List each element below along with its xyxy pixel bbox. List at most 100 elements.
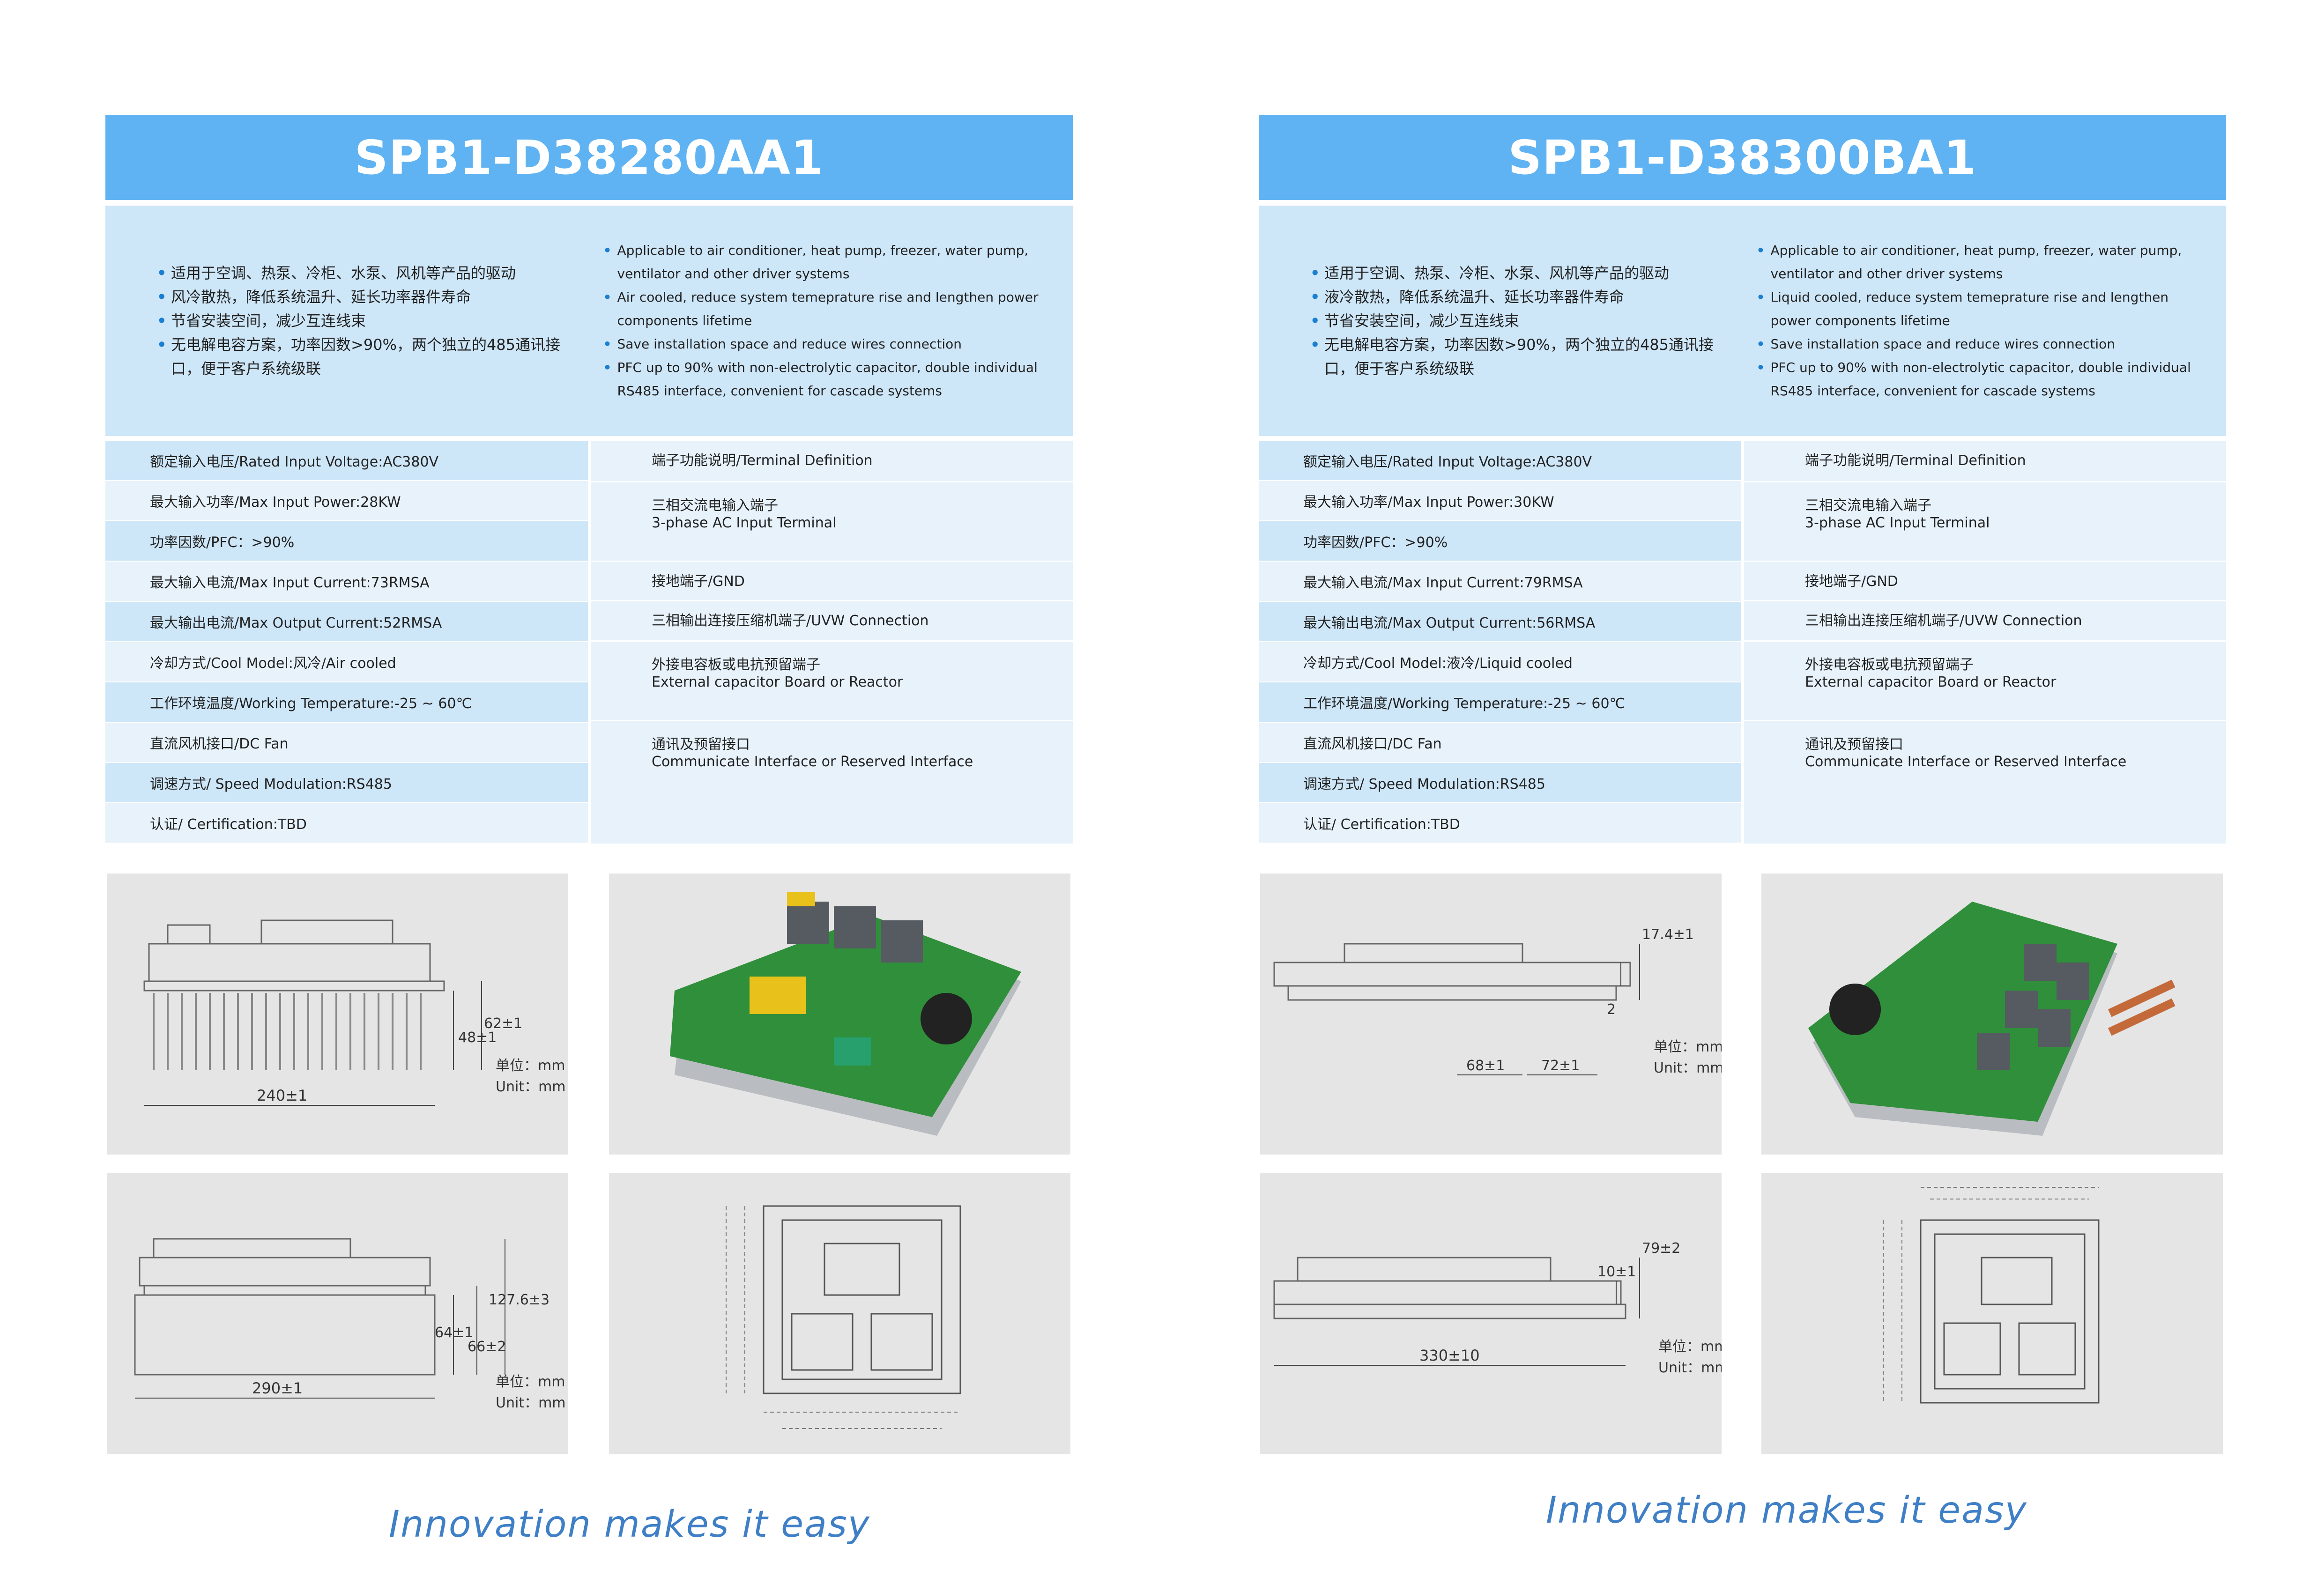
terminal-zh: 三相输出连接压缩机端子/UVW Connection <box>1805 613 2082 629</box>
param-row: 工作环境温度/Working Temperature:-25 ~ 60℃ <box>105 682 588 722</box>
param-row: 最大输出电流/Max Output Current:52RMSA <box>105 602 588 641</box>
feature-en-item: PFC up to 90% with non-electrolytic capa… <box>603 356 1054 403</box>
terminal-zh: 端子功能说明/Terminal Definition <box>652 452 873 469</box>
product-panel-right: SPB1-D38300BA1 适用于空调、热泵、冷柜、水泵、风机等产品的驱动 液… <box>1259 115 2226 844</box>
capacitor-icon <box>921 993 972 1044</box>
dim-height-3: 127.6±3 <box>489 1292 549 1308</box>
dim-length: 290±1 <box>252 1379 303 1397</box>
terminal-list: 端子功能说明/Terminal Definition 三相交流电输入端子 3-p… <box>591 441 1073 844</box>
param-row: 调速方式/ Speed Modulation:RS485 <box>1259 763 1741 802</box>
product-title: SPB1-D38300BA1 <box>1508 130 1977 185</box>
transformer-icon <box>750 977 806 1014</box>
feature-en-item: Applicable to air conditioner, heat pump… <box>603 239 1054 286</box>
terminal-en: 3-phase AC Input Terminal <box>652 515 837 531</box>
terminal-item: 接地端子/GND <box>1744 573 2226 591</box>
relay-icon <box>2057 962 2089 1000</box>
relay-icon <box>881 920 923 962</box>
features-zh: 适用于空调、热泵、冷柜、水泵、风机等产品的驱动 液冷散热，降低系统温升、延长功率… <box>1259 261 1743 381</box>
feature-zh-item: 无电解电容方案，功率因数>90%，两个独立的485通讯接口，便于客户系统级联 <box>1310 333 1724 381</box>
feature-zh-item: 适用于空调、热泵、冷柜、水泵、风机等产品的驱动 <box>157 261 571 285</box>
dim-length-1: 68±1 <box>1466 1058 1505 1074</box>
feature-zh-item: 无电解电容方案，功率因数>90%，两个独立的485通讯接口，便于客户系统级联 <box>157 333 571 381</box>
terminal-item: 接地端子/GND <box>591 573 1073 591</box>
param-row: 功率因数/PFC：>90% <box>1259 521 1741 561</box>
terminal-item: 三相输出连接压缩机端子/UVW Connection <box>1744 612 2226 630</box>
divider <box>1744 561 2226 562</box>
param-list: 额定输入电压/Rated Input Voltage:AC380V 最大输入功率… <box>105 441 588 844</box>
side-view-drawing: 240±1 48±1 62±1 单位：mm Unit：mm <box>107 874 568 1155</box>
dimension-drawing: 240±1 48±1 62±1 单位：mm Unit：mm <box>143 919 566 1106</box>
terminal-block-icon <box>834 1037 871 1066</box>
feature-en-item: Save installation space and reduce wires… <box>1757 333 2208 356</box>
pcb-photo-graphic <box>1808 902 2176 1136</box>
terminal-item: 端子功能说明/Terminal Definition <box>1744 452 2226 470</box>
divider <box>1744 640 2226 642</box>
terminal-zh: 通讯及预留接口 <box>652 736 750 753</box>
layout-drawing <box>726 1205 961 1429</box>
pcb-photo-graphic <box>670 892 1021 1136</box>
param-row: 最大输入电流/Max Input Current:79RMSA <box>1259 562 1741 601</box>
param-row: 工作环境温度/Working Temperature:-25 ~ 60℃ <box>1259 682 1741 722</box>
dim-height-2: 66±2 <box>468 1339 506 1355</box>
terminal-zh: 三相交流电输入端子 <box>652 497 778 514</box>
terminal-zh: 外接电容板或电抗预留端子 <box>652 657 820 673</box>
spec-table: 额定输入电压/Rated Input Voltage:AC380V 最大输入功率… <box>105 441 1073 844</box>
spec-table: 额定输入电压/Rated Input Voltage:AC380V 最大输入功率… <box>1259 441 2226 844</box>
divider <box>1744 600 2226 601</box>
feature-en-item: PFC up to 90% with non-electrolytic capa… <box>1757 356 2208 403</box>
unit-zh: 单位：mm <box>1658 1339 1722 1355</box>
slogan: Innovation makes it easy <box>1546 1489 2027 1532</box>
unit-en: Unit：mm <box>496 1395 566 1411</box>
dim-height-1: 64±1 <box>435 1325 473 1341</box>
relay-icon <box>787 902 829 944</box>
copper-pipe-icon <box>2108 979 2176 1017</box>
param-row: 功率因数/PFC：>90% <box>105 521 588 561</box>
dim-height-1: 10±1 <box>1597 1264 1636 1280</box>
dimension-drawing: 68±1 72±1 2 17.4±1 单位：mm Unit：mm <box>1273 926 1724 1076</box>
copper-pipe-icon <box>2108 998 2176 1036</box>
terminal-item: 三相交流电输入端子 3-phase AC Input Terminal <box>1744 497 2226 532</box>
terminal-zh: 三相输出连接压缩机端子/UVW Connection <box>652 613 929 629</box>
feature-en-item: Air cooled, reduce system temeprature ri… <box>603 286 1054 333</box>
capacitor-icon <box>1829 984 1881 1035</box>
feature-zh-item: 节省安装空间，减少互连线束 <box>1310 309 1724 333</box>
feature-zh-item: 适用于空调、热泵、冷柜、水泵、风机等产品的驱动 <box>1310 261 1724 285</box>
terminal-item: 通讯及预留接口 Communicate Interface or Reserve… <box>591 736 1073 770</box>
features-zh: 适用于空调、热泵、冷柜、水泵、风机等产品的驱动 风冷散热，降低系统温升、延长功率… <box>105 261 589 381</box>
relay-icon <box>2005 991 2038 1028</box>
features-en: Applicable to air conditioner, heat pump… <box>589 239 1073 403</box>
feature-en-item: Applicable to air conditioner, heat pump… <box>1757 239 2208 286</box>
relay-icon <box>1977 1033 2010 1070</box>
top-view-drawing <box>1761 1173 2223 1454</box>
param-row: 冷却方式/Cool Model:液冷/Liquid cooled <box>1259 642 1741 681</box>
top-view-drawing <box>609 1173 1070 1454</box>
layout-drawing <box>1883 1187 2100 1404</box>
terminal-zh: 接地端子/GND <box>1805 573 1898 590</box>
param-row: 最大输入功率/Max Input Power:30KW <box>1259 481 1741 520</box>
unit-en: Unit：mm <box>496 1079 566 1095</box>
param-row: 最大输入功率/Max Input Power:28KW <box>105 481 588 520</box>
product-title: SPB1-D38280AA1 <box>354 130 824 185</box>
unit-zh: 单位：mm <box>496 1058 565 1074</box>
terminal-en: External capacitor Board or Reactor <box>1805 674 2057 690</box>
divider <box>1744 481 2226 482</box>
terminal-item: 三相输出连接压缩机端子/UVW Connection <box>591 612 1073 630</box>
title-bar: SPB1-D38300BA1 <box>1259 115 2226 200</box>
front-view-drawing: 330±10 10±1 79±2 单位：mm Unit：mm <box>1260 1173 1729 1454</box>
divider <box>591 600 1073 601</box>
dim-length-2: 72±1 <box>1541 1058 1580 1074</box>
relay-icon <box>2038 1009 2071 1047</box>
terminal-en: Communicate Interface or Reserved Interf… <box>652 754 973 770</box>
feature-zh-item: 液冷散热，降低系统温升、延长功率器件寿命 <box>1310 285 1724 309</box>
feature-en-item: Save installation space and reduce wires… <box>603 333 1054 356</box>
param-row: 冷却方式/Cool Model:风冷/Air cooled <box>105 642 588 681</box>
title-bar: SPB1-D38280AA1 <box>105 115 1073 200</box>
terminal-zh: 端子功能说明/Terminal Definition <box>1805 452 2026 469</box>
param-row: 额定输入电压/Rated Input Voltage:AC380V <box>105 441 588 480</box>
connector-icon <box>787 892 815 906</box>
product-photo <box>1761 874 2223 1155</box>
unit-zh: 单位：mm <box>496 1374 565 1390</box>
terminal-item: 端子功能说明/Terminal Definition <box>591 452 1073 470</box>
feature-zh-item: 风冷散热，降低系统温升、延长功率器件寿命 <box>157 285 571 309</box>
divider <box>1744 720 2226 721</box>
